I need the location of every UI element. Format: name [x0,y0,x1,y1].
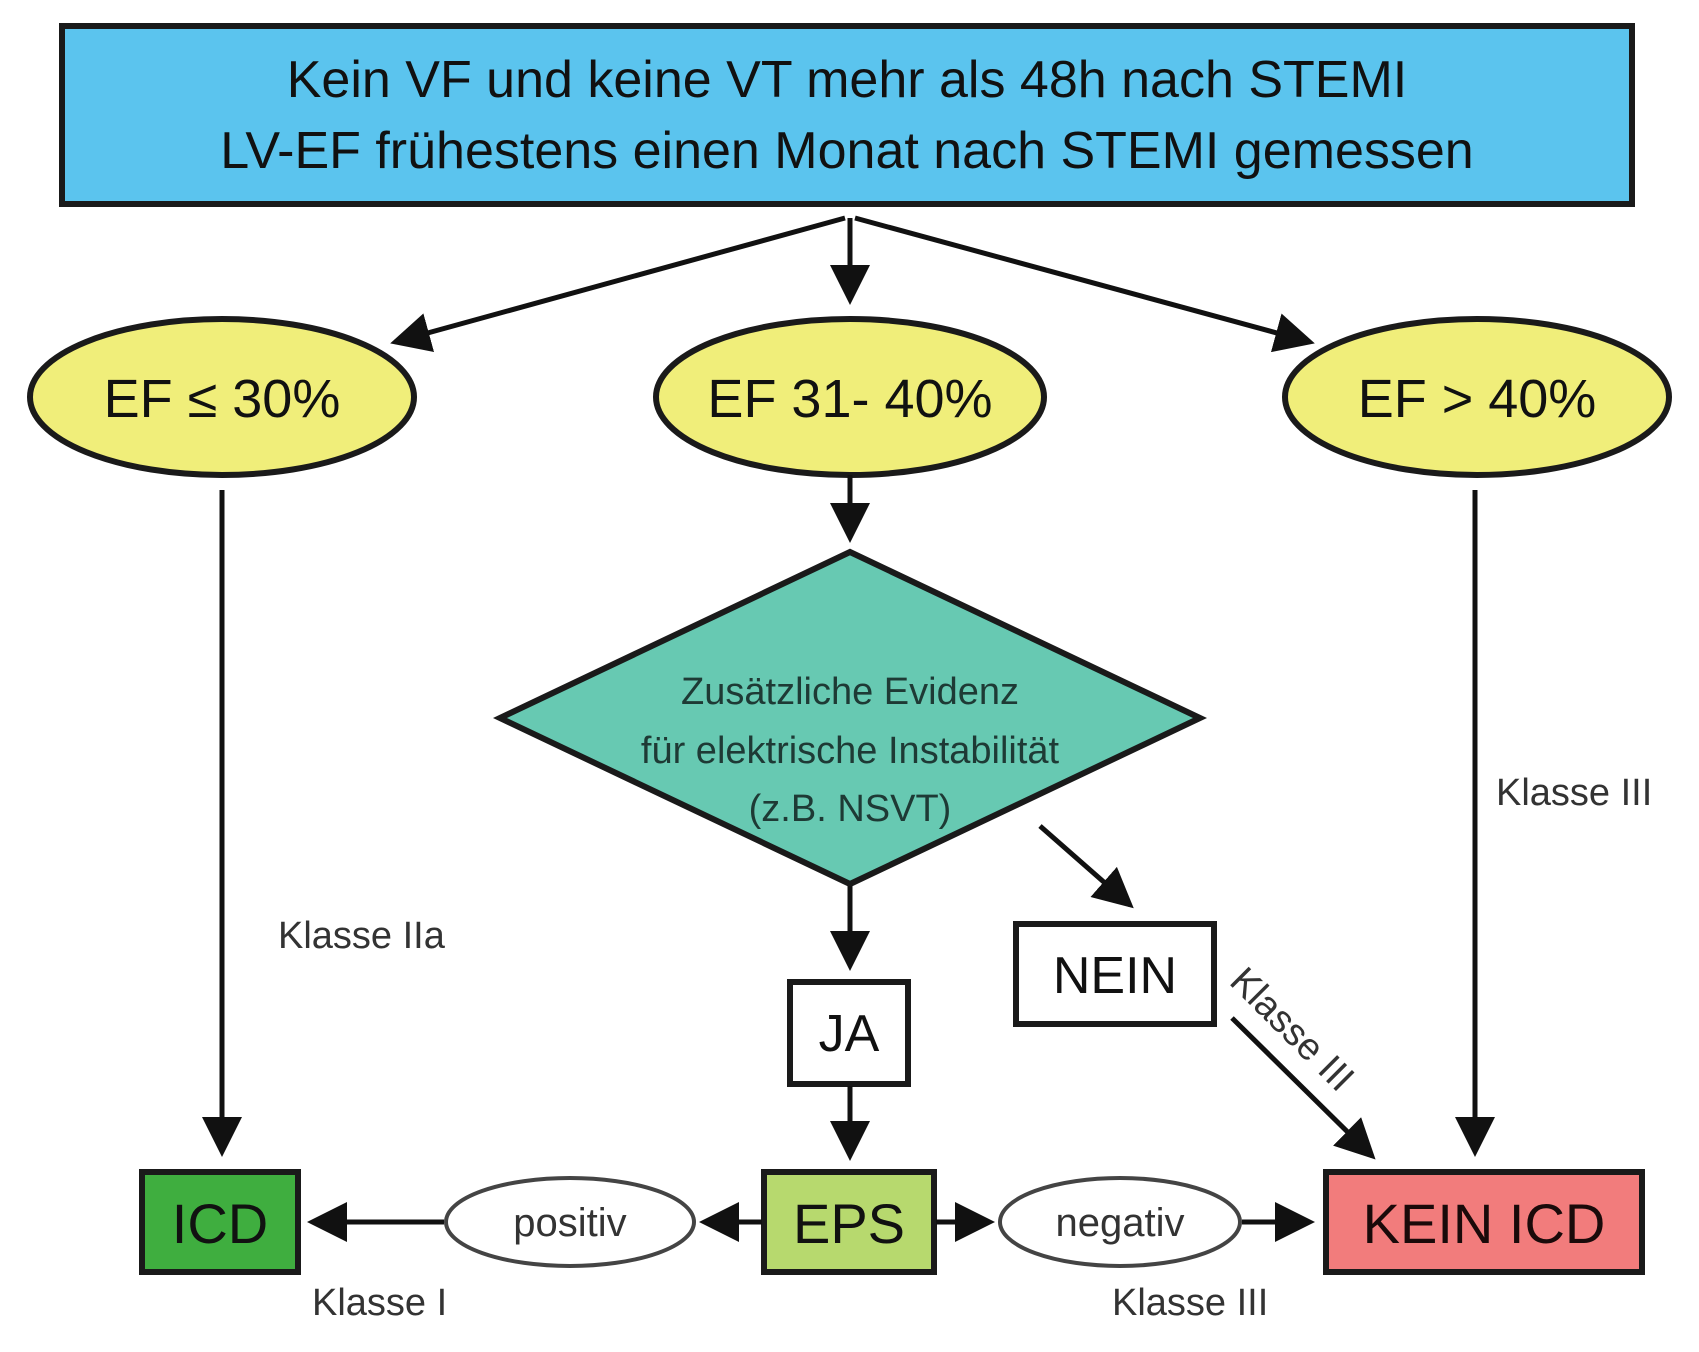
answer-nein-box [1013,921,1217,1027]
result-no-icd-box [1323,1169,1645,1275]
arrow-header-to-ef-low [390,215,846,352]
header-box [59,23,1635,207]
decision-diamond [492,548,1208,888]
result-eps-box [761,1169,937,1275]
decision-line-3: (z.B. NSVT) [749,788,952,830]
klasse-positive: Klasse I [312,1282,447,1324]
outcome-positiv-pill [444,1176,696,1268]
klasse-right-branch: Klasse III [1496,772,1652,814]
answer-ja-box [787,979,911,1087]
result-icd-label: ICD [172,1192,268,1255]
decision-line-2: für elektrische Instabilität [641,730,1060,772]
arrow-header-to-ef-high [854,215,1315,353]
klasse-negative: Klasse III [1112,1282,1268,1324]
answer-nein-label: NEIN [1053,947,1177,1005]
header-line-1: Kein VF und keine VT mehr als 48h nach S… [287,51,1408,109]
oval-ef-low-label: EF ≤ 30% [104,369,341,429]
arrow-decision-to-nein [1038,824,1134,909]
answer-ja-label: JA [819,1005,880,1063]
outcome-negativ-pill [998,1176,1242,1268]
result-icd-box [139,1169,301,1275]
oval-ef-high [1282,316,1672,478]
header-line-2: LV-EF frühestens einen Monat nach STEMI … [220,122,1473,180]
klasse-left-branch: Klasse IIa [278,915,446,957]
outcome-positiv-label: positiv [513,1201,626,1245]
decision-line-1: Zusätzliche Evidenz [681,671,1019,713]
oval-ef-low [27,316,417,478]
result-no-icd-label: KEIN ICD [1363,1192,1606,1255]
result-eps-label: EPS [793,1192,905,1255]
oval-ef-high-label: EF > 40% [1358,369,1597,429]
arrow-nein-to-no-icd [1230,1016,1376,1160]
outcome-negativ-label: negativ [1056,1201,1185,1245]
oval-ef-mid-label: EF 31- 40% [707,369,992,429]
